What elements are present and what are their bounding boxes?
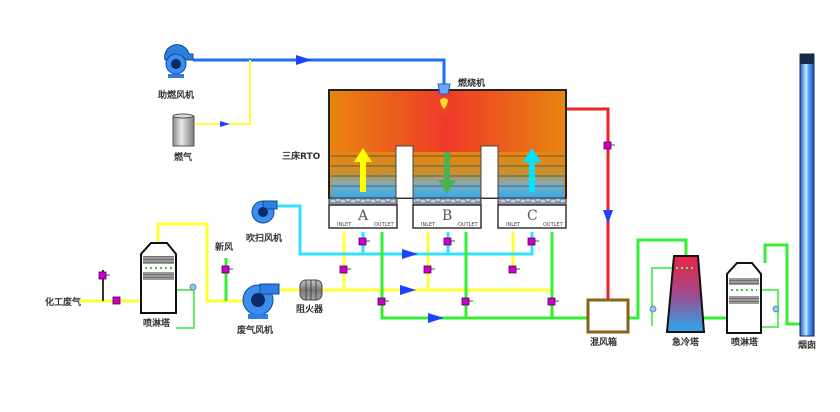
flow-arrow-icon [428, 313, 444, 323]
valve[interactable] [443, 237, 455, 246]
bed-b[interactable]: B INLET OUTLET [412, 197, 482, 229]
valve[interactable] [377, 297, 389, 306]
flow-arrow-icon [400, 285, 416, 295]
flame-arrester[interactable]: 阻火器 [296, 279, 324, 315]
hot-gas-pipe [566, 107, 613, 300]
mixing-box-label: 混风箱 [590, 336, 617, 348]
combustion-fan-label: 助燃风机 [158, 89, 194, 101]
burner[interactable]: 燃烧机 [436, 60, 485, 116]
combustion-air-pipe [193, 55, 446, 82]
spray-tower-2-label: 喷淋塔 [731, 336, 759, 348]
valve[interactable] [358, 237, 370, 246]
rto-unit[interactable]: 燃烧机 三床RTO A INLET OUTLET B INLET [282, 60, 567, 229]
chemical-waste-gas-label: 化工废气 [45, 296, 81, 308]
bed-a[interactable]: A INLET OUTLET [328, 197, 398, 229]
valve[interactable] [423, 265, 435, 274]
flow-arrow-icon [220, 121, 230, 127]
chimney-label: 烟囱 [798, 339, 816, 351]
spray-tower-2[interactable]: 喷淋塔 [726, 262, 762, 348]
bed-c-label: C [527, 208, 538, 224]
fuel-gas-pipe [195, 60, 251, 127]
bed-a-up-arrow-icon [354, 148, 372, 192]
bed-c-up-arrow-icon [523, 148, 541, 192]
flow-arrow-icon [603, 210, 613, 224]
bed-b-down-arrow-icon [438, 152, 456, 194]
fresh-air-label: 新风 [215, 241, 233, 253]
pump-icon [189, 283, 780, 313]
bed-c-outlet-label: OUTLET [543, 222, 564, 228]
bed-a-outlet-label: OUTLET [374, 222, 395, 228]
bed-c-inlet-label: INLET [506, 222, 521, 228]
valve[interactable] [547, 297, 559, 306]
valve[interactable] [527, 237, 539, 246]
mixing-box[interactable]: 混风箱 [586, 298, 630, 348]
valve[interactable] [603, 141, 615, 150]
bed-c[interactable]: C INLET OUTLET [497, 197, 567, 229]
chimney[interactable]: 烟囱 [798, 53, 816, 351]
valve[interactable] [339, 265, 351, 274]
purge-fan[interactable]: 吹扫风机 [246, 200, 282, 244]
fuel-gas-tank[interactable]: 燃气 [172, 113, 195, 163]
bed-a-inlet-label: INLET [337, 222, 352, 228]
flow-arrow-icon [296, 55, 312, 65]
valve[interactable] [98, 271, 110, 280]
combustion-fan[interactable]: 助燃风机 [158, 44, 194, 101]
bed-b-outlet-label: OUTLET [458, 222, 479, 228]
quench-tower[interactable]: 急冷塔 [665, 255, 706, 348]
bed-a-label: A [357, 208, 369, 224]
valve[interactable] [461, 297, 473, 306]
exhaust-fan-label: 废气风机 [237, 324, 273, 336]
spray-tower-1-label: 喷淋塔 [143, 317, 171, 329]
exhaust-fan[interactable]: 废气风机 [237, 283, 280, 336]
clean-gas-pipe [176, 232, 800, 329]
valve[interactable] [221, 265, 233, 274]
rto-label: 三床RTO [282, 150, 321, 162]
valve[interactable] [112, 296, 121, 305]
valves[interactable] [98, 141, 615, 306]
purge-fan-label: 吹扫风机 [246, 232, 282, 244]
flame-arrester-label: 阻火器 [296, 304, 324, 315]
flow-arrow-icon [402, 249, 418, 259]
bed-b-inlet-label: INLET [421, 222, 436, 228]
valve[interactable] [508, 265, 520, 274]
fuel-gas-label: 燃气 [174, 151, 192, 163]
burner-label: 燃烧机 [458, 77, 485, 89]
spray-tower-1[interactable]: 喷淋塔 [140, 242, 177, 329]
purge-pipe [275, 204, 534, 259]
bed-b-label: B [442, 208, 452, 224]
quench-tower-label: 急冷塔 [672, 336, 700, 348]
